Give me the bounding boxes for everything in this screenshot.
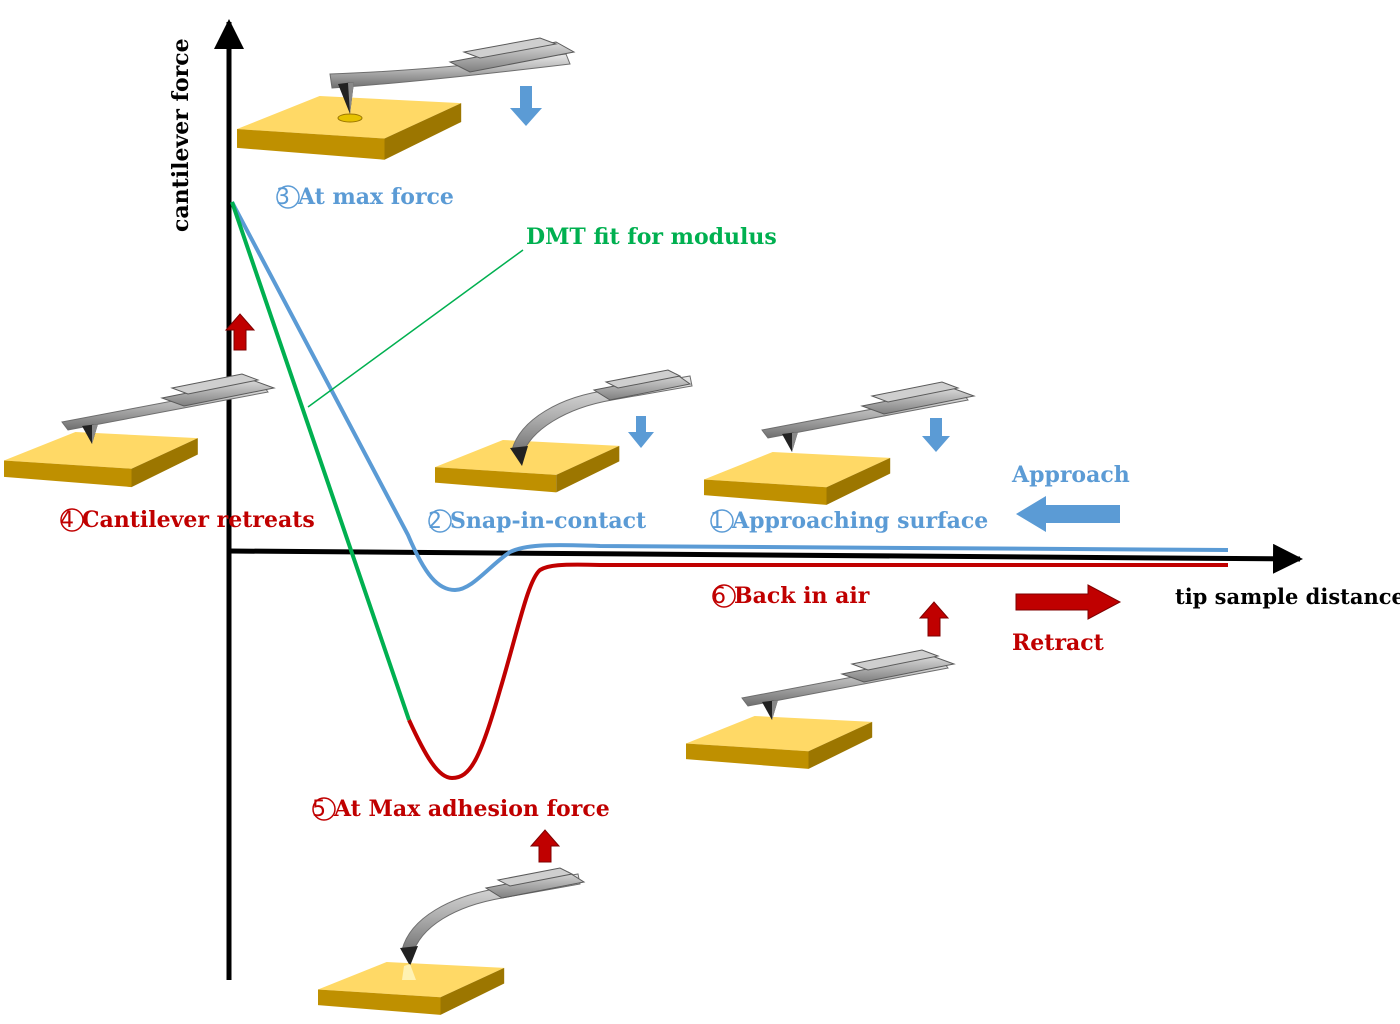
step3-text: At max force (297, 184, 454, 210)
cantilever-icon-step2 (435, 369, 693, 493)
step4-number-circle (60, 508, 84, 532)
approach-label: Approach (1011, 462, 1130, 488)
dmt-leader-line (307, 249, 524, 408)
dmt-fit-line (230, 201, 411, 721)
cantilever-icon-step4 (4, 373, 275, 488)
y-axis-label: cantilever force (168, 38, 194, 232)
cantilever-icon-step5 (318, 867, 586, 1015)
cantilever-icon-step6 (686, 649, 955, 769)
step5-text: At Max adhesion force (333, 796, 610, 822)
arrow-up-icon (224, 313, 256, 351)
step6-text: Back in air (734, 583, 870, 609)
step5-number-circle (312, 797, 336, 821)
step2-number-circle (428, 509, 452, 533)
arrow-up-icon (918, 601, 950, 637)
arrow-up-icon (529, 829, 561, 863)
retract-curve (407, 562, 1228, 781)
step1-text: Approaching surface (731, 508, 988, 534)
arrow-down-icon (922, 418, 950, 452)
x-axis (228, 543, 1303, 574)
x-axis-label: tip sample distance (1175, 584, 1400, 609)
step4-text: Cantilever retreats (82, 507, 315, 533)
dmt-label: DMT fit for modulus (526, 224, 777, 250)
arrow-down-icon (628, 416, 654, 448)
arrow-left-icon (1016, 496, 1120, 532)
cantilever-icon-step3 (237, 37, 576, 160)
step6-number-circle (712, 584, 736, 608)
step2-text: Snap-in-contact (450, 508, 647, 534)
retract-label: Retract (1012, 630, 1105, 656)
step1-number-circle (710, 509, 734, 533)
arrow-right-icon (1015, 584, 1122, 620)
arrow-down-icon (510, 86, 542, 126)
approach-curve (230, 201, 1229, 593)
step3-number-circle (276, 185, 300, 209)
